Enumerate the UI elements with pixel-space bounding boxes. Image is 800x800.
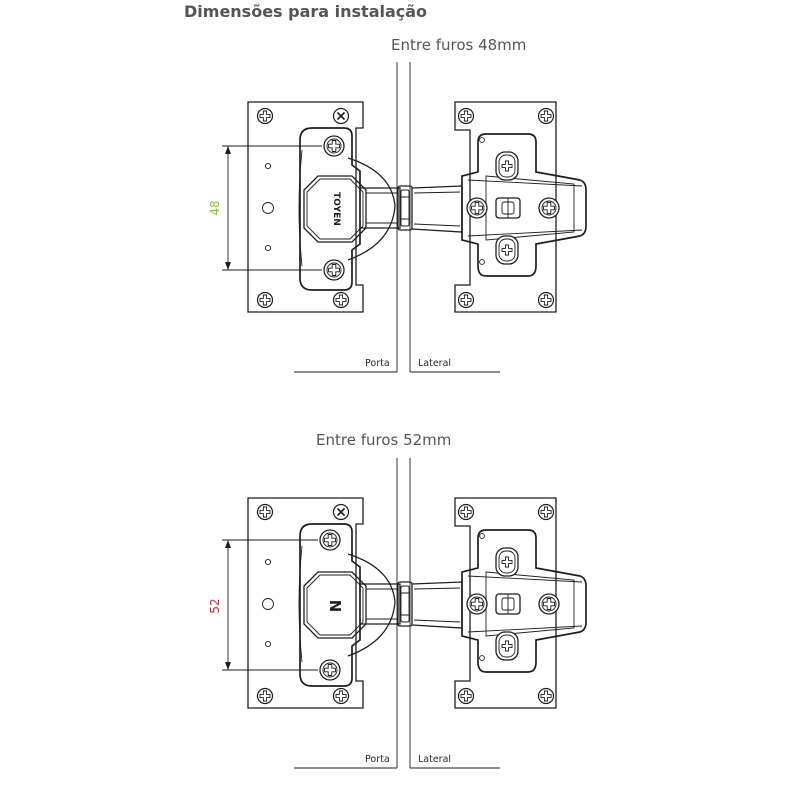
label-side-52: Lateral (418, 754, 451, 765)
diagram-52mm: Entre furos 52mm Porta Lateral N 52 (208, 431, 586, 769)
logo-48: TOYEN (331, 192, 341, 226)
caption-48mm: Entre furos 48mm (391, 36, 526, 54)
caption-52mm: Entre furos 52mm (316, 431, 451, 449)
diagram-48mm: Entre furos 48mm Porta Lateral TOYEN 48 (208, 36, 586, 373)
dimension-48: 48 (208, 200, 222, 215)
label-door-48: Porta (365, 358, 390, 369)
dimension-52: 52 (208, 598, 222, 613)
label-door-52: Porta (365, 754, 390, 765)
label-side-48: Lateral (418, 358, 451, 369)
logo-52: N (326, 600, 344, 613)
page-title: Dimensões para instalação (184, 2, 428, 21)
